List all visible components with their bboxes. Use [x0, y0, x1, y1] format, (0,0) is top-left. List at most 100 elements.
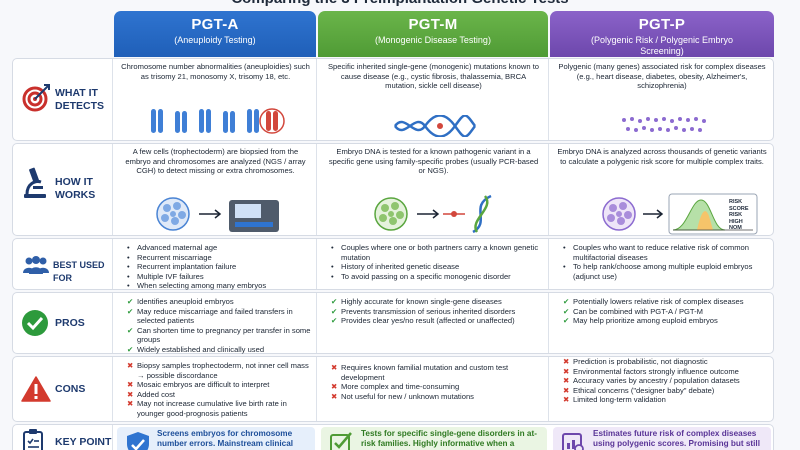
column-title: PGT-M [408, 16, 458, 33]
gene-test-icon [374, 194, 492, 234]
risk-legend: RISK SCORE RISK HIGH NOM [729, 199, 749, 232]
list-item: Biopsy samples trophectoderm, not inner … [127, 361, 312, 380]
cell-pgt-m-detects: Specific inherited single-gene (monogeni… [319, 59, 549, 140]
list-item: Added cost [127, 390, 312, 400]
row-label: KEY POINT [13, 425, 113, 450]
chart-search-icon [562, 433, 584, 450]
row-label: WHAT IT DETECTS [13, 59, 113, 140]
cell-text: A few cells (trophectoderm) are biopsied… [125, 147, 306, 176]
row-label-text: PROS [55, 317, 85, 329]
list-item: More complex and time-consuming [331, 382, 544, 392]
key-point-text: Estimates future risk of complex disease… [593, 429, 760, 450]
variant-dots-icon [622, 117, 706, 132]
list-item: Recurrent miscarriage [127, 253, 312, 263]
list-item: Provides clear yes/no result (affected o… [331, 316, 544, 326]
cell-text: Polygenic (many genes) associated risk f… [558, 62, 766, 91]
list-item: Limited long-term validation [563, 395, 769, 405]
list-item: Requires known familial mutation and cus… [331, 363, 544, 382]
warning-icon [21, 376, 51, 402]
cell-text: Embryo DNA is analyzed across thousands … [557, 147, 767, 166]
people-icon [23, 256, 49, 274]
row-label: PROS [13, 293, 113, 353]
cell-pgt-p-detects: Polygenic (many genes) associated risk f… [551, 59, 773, 140]
list-item: Widely established and clinically used [127, 345, 312, 355]
row-label-text: CONS [55, 383, 86, 395]
biopsy-sequencer-icon [156, 197, 279, 232]
row-label: HOW IT WORKS [13, 144, 113, 235]
list-item: May help prioritize among euploid embryo… [563, 316, 769, 326]
cell-pgt-a-cons: Biopsy samples trophectoderm, not inner … [115, 357, 317, 421]
page-title: Comparing the 3 Preimplantation Genetic … [0, 0, 800, 8]
list-item: Prediction is probabilistic, not diagnos… [563, 357, 769, 367]
target-icon [22, 84, 50, 112]
row-how-it-works: HOW IT WORKS A few cells (trophectoderm)… [12, 143, 774, 236]
list-item: May not increase cumulative live birth r… [127, 399, 312, 418]
column-title: PGT-A [191, 16, 239, 33]
microscope-icon [24, 167, 46, 198]
cell-pgt-p-works: Embryo DNA is analyzed across thousands … [551, 144, 773, 235]
cell-pgt-p-cons: Prediction is probabilistic, not diagnos… [551, 357, 773, 421]
risk-legend-label: NOM [729, 225, 742, 231]
list-item: Advanced maternal age [127, 243, 312, 253]
list-item: Can be combined with PGT-A / PGT-M [563, 307, 769, 317]
row-label-text: HOW IT WORKS [55, 176, 96, 201]
column-subtitle: (Polygenic Risk / Polygenic Embryo Scree… [590, 35, 734, 56]
cell-text: Embryo DNA is tested for a known pathoge… [328, 147, 539, 176]
row-pros: PROS Identifies aneuploid embryos May re… [12, 292, 774, 354]
list-item: History of inherited genetic disease [331, 262, 544, 272]
row-key-point: KEY POINT Screens embryos for chromosome… [12, 424, 774, 450]
column-header-pgt-m: PGT-M (Monogenic Disease Testing) [318, 11, 548, 57]
cell-pgt-m-pros: Highly accurate for known single-gene di… [319, 293, 549, 353]
cell-pgt-m-cons: Requires known familial mutation and cus… [319, 357, 549, 421]
cell-pgt-a-works: A few cells (trophectoderm) are biopsied… [115, 144, 317, 235]
cell-pgt-a-pros: Identifies aneuploid embryos May reduce … [115, 293, 317, 355]
clipboard-icon [23, 429, 43, 450]
cell-pgt-p-best: Couples who want to reduce relative risk… [551, 239, 773, 289]
list-item: Environmental factors strongly influence… [563, 367, 769, 377]
cell-pgt-a-best: Advanced maternal age Recurrent miscarri… [115, 239, 317, 291]
list-item: Couples who want to reduce relative risk… [563, 243, 769, 262]
list-item: Accuracy varies by ancestry / population… [563, 376, 769, 386]
cell-pgt-p-pros: Potentially lowers relative risk of comp… [551, 293, 773, 353]
list-item: Can shorten time to pregnancy per transf… [127, 326, 312, 345]
list-item: Highly accurate for known single-gene di… [331, 297, 544, 307]
list-item: Potentially lowers relative risk of comp… [563, 297, 769, 307]
list-item: Not useful for new / unknown mutations [331, 392, 544, 402]
row-best-used-for: BEST USED FOR Advanced maternal age Recu… [12, 238, 774, 291]
row-label: BEST USED FOR [13, 239, 113, 289]
list-item: Multiple IVF failures [127, 272, 312, 282]
cell-text: Chromosome number abnormalities (aneuplo… [121, 62, 310, 81]
key-point-pgt-a: Screens embryos for chromosome number er… [117, 427, 315, 450]
check-circle-icon [22, 310, 48, 336]
cell-text: Specific inherited single-gene (monogeni… [327, 62, 540, 91]
key-point-pgt-p: Estimates future risk of complex disease… [553, 427, 771, 450]
list-item: When selecting among many embryos [127, 281, 312, 291]
list-item: Identifies aneuploid embryos [127, 297, 312, 307]
cell-pgt-m-works: Embryo DNA is tested for a known pathoge… [319, 144, 549, 235]
row-label: CONS [13, 357, 113, 421]
list-item: Mosaic embryos are difficult to interpre… [127, 380, 312, 390]
column-header-pgt-p: PGT-P (Polygenic Risk / Polygenic Embryo… [550, 11, 774, 57]
list-item: May reduce miscarriage and failed transf… [127, 307, 312, 326]
column-header-pgt-a: PGT-A (Aneuploidy Testing) [114, 11, 316, 57]
cell-pgt-a-detects: Chromosome number abnormalities (aneuplo… [115, 59, 317, 140]
list-item: Prevents transmission of serious inherit… [331, 307, 544, 317]
row-cons: CONS Biopsy samples trophectoderm, not i… [12, 356, 774, 422]
list-item: To avoid passing on a specific monogenic… [331, 272, 544, 282]
chromosomes-icon [151, 108, 285, 134]
row-label-text: KEY POINT [55, 436, 112, 448]
risk-score-icon [602, 193, 758, 235]
column-subtitle: (Monogenic Disease Testing) [375, 35, 491, 45]
list-item: Recurrent implantation failure [127, 262, 312, 272]
key-point-pgt-m: Tests for specific single-gene disorders… [321, 427, 547, 450]
shield-check-icon [127, 432, 149, 450]
list-item: To help rank/choose among multiple euplo… [563, 262, 769, 281]
list-item: Ethical concerns ("designer baby" debate… [563, 386, 769, 396]
risk-legend-label: RISK [729, 199, 743, 205]
cell-pgt-m-best: Couples where one or both partners carry… [319, 239, 549, 289]
dna-icon [393, 115, 477, 137]
row-label-text: BEST USED FOR [53, 260, 105, 283]
risk-legend-label: HIGH [729, 218, 743, 225]
row-what-it-detects: WHAT IT DETECTS Chromosome number abnorm… [12, 58, 774, 141]
key-point-text: Tests for specific single-gene disorders… [361, 429, 537, 450]
